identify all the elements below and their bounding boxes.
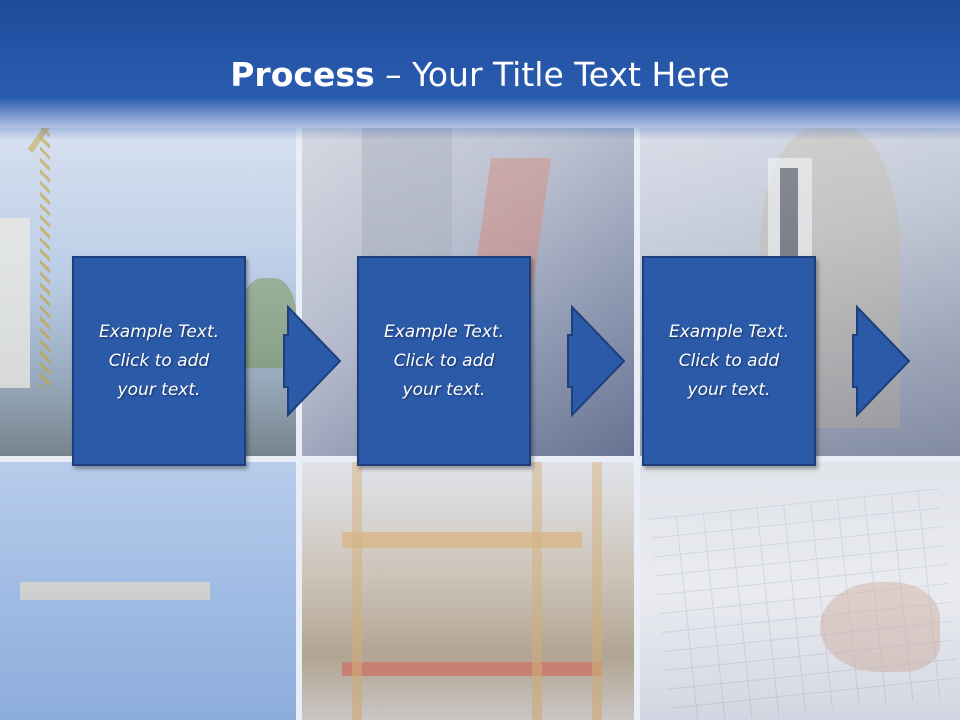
- step-line: Click to add: [678, 350, 780, 371]
- photo-blueprint: [640, 462, 960, 720]
- process-step-2[interactable]: Example Text. Click to add your text.: [357, 256, 531, 466]
- title-bar: [0, 0, 960, 140]
- process-step-1[interactable]: Example Text. Click to add your text.: [72, 256, 246, 466]
- step-line: your text.: [402, 379, 486, 400]
- step-line: Example Text.: [98, 321, 220, 342]
- process-step-3[interactable]: Example Text. Click to add your text.: [642, 256, 816, 466]
- step-line: your text.: [117, 379, 201, 400]
- step-line: your text.: [687, 379, 771, 400]
- step-text: Example Text. Click to add your text.: [84, 318, 234, 405]
- arrow-right-icon: [852, 304, 911, 418]
- step-line: Click to add: [393, 350, 495, 371]
- title-bold-part: Process: [230, 55, 375, 94]
- step-text: Example Text. Click to add your text.: [654, 318, 804, 405]
- photo-scaffold-worker: [302, 462, 634, 720]
- arrow-right-icon: [567, 304, 626, 418]
- step-line: Example Text.: [668, 321, 790, 342]
- arrow-right-icon: [283, 304, 342, 418]
- photo-crane-hook: [0, 462, 296, 720]
- slide-title[interactable]: Process – Your Title Text Here: [0, 52, 960, 98]
- title-rest-part: – Your Title Text Here: [374, 55, 730, 94]
- step-line: Example Text.: [383, 321, 505, 342]
- step-line: Click to add: [108, 350, 210, 371]
- step-text: Example Text. Click to add your text.: [369, 318, 519, 405]
